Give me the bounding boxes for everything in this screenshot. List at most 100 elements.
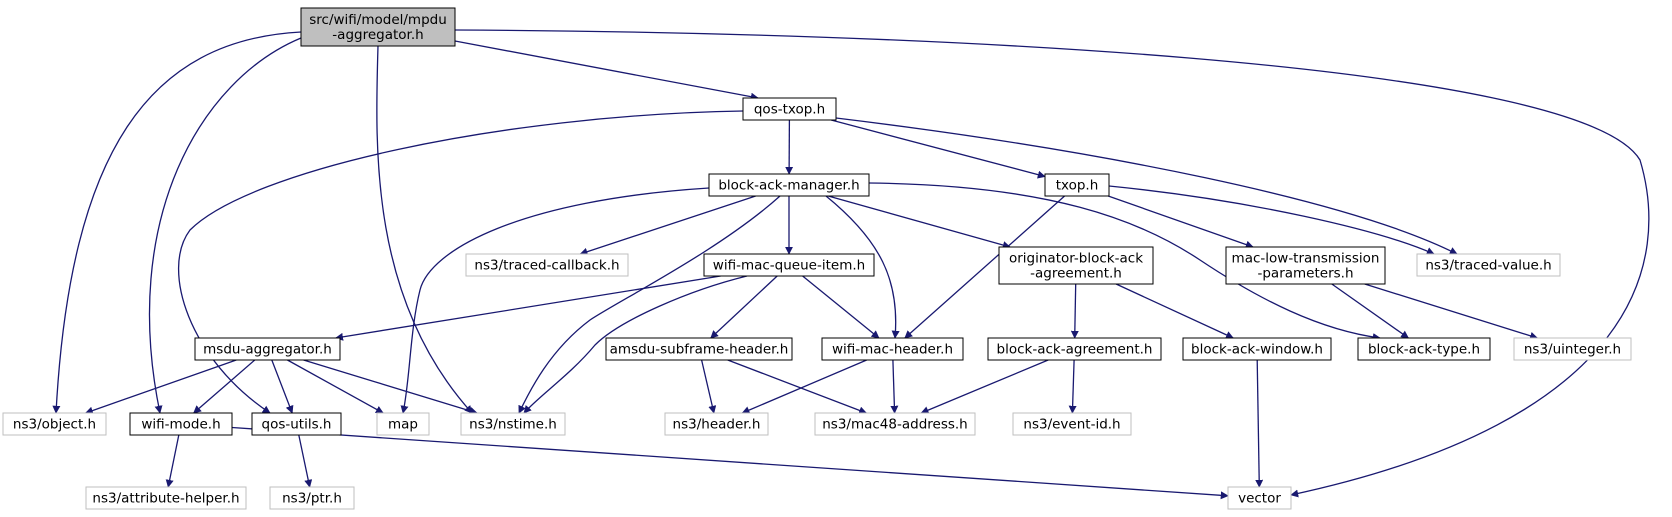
edge-qostxop-to-tracedval [835, 117, 1458, 255]
edge-txop-to-tracedval [1108, 185, 1435, 255]
edge-root-to-object [52, 31, 302, 414]
node-label: block-ack-agreement.h [997, 342, 1153, 358]
edge-bam-to-wmh [825, 195, 900, 339]
node-wifimode[interactable]: wifi-mode.h [129, 412, 233, 436]
node-qosutils[interactable]: qos-utils.h [251, 412, 342, 436]
node-amsdu[interactable]: amsdu-subframe-header.h [605, 337, 793, 361]
edge-bam-to-tracedcb [579, 195, 756, 256]
node-box [1416, 253, 1561, 277]
node-baag[interactable]: block-ack-agreement.h [987, 337, 1162, 361]
node-label: txop.h [1056, 178, 1099, 194]
edge-amsdu-to-header [700, 359, 717, 414]
node-label: ns3/event-id.h [1023, 417, 1120, 433]
node-label: amsdu-subframe-header.h [610, 342, 789, 358]
edge-qosutils-to-ptr [298, 434, 313, 488]
edge-oba-to-baw [1115, 283, 1234, 339]
node-box [987, 337, 1162, 361]
node-box [1044, 173, 1110, 197]
node-label: qos-utils.h [262, 417, 332, 433]
node-label: ns3/mac48-address.h [822, 417, 968, 433]
edge-msdu-to-wifimode [193, 359, 256, 414]
node-vector: vector [1227, 486, 1292, 510]
node-label: ns3/uinteger.h [1524, 342, 1621, 358]
node-label: block-ack-type.h [1368, 342, 1480, 358]
node-box [605, 337, 793, 361]
node-attrhelper: ns3/attribute-helper.h [85, 486, 247, 510]
node-label: ns3/object.h [13, 417, 96, 433]
node-label: -agreement.h [1030, 266, 1122, 282]
node-label: vector [1238, 491, 1281, 507]
node-baw[interactable]: block-ack-window.h [1182, 337, 1332, 361]
edge-baag-to-mac48 [920, 359, 1049, 414]
edge-wmqi-to-msdu [335, 275, 721, 341]
node-label: map [388, 417, 418, 433]
node-label: -aggregator.h [332, 27, 423, 43]
node-box [1012, 412, 1132, 436]
node-label: block-ack-manager.h [718, 178, 859, 194]
node-qostxop[interactable]: qos-txop.h [742, 97, 837, 121]
edge-qostxop-to-qosutils [177, 110, 744, 414]
edge-bam-to-oba [828, 195, 1011, 249]
node-label: mac-low-transmission [1232, 251, 1380, 267]
edge-root-to-vector [454, 29, 1650, 498]
edge-wmh-to-header [741, 359, 867, 414]
node-mltp[interactable]: mac-low-transmission-parameters.h [1225, 246, 1386, 285]
edge-qostxop-to-txop [830, 119, 1046, 179]
node-box [300, 7, 456, 47]
node-box [1225, 246, 1386, 285]
node-box [1227, 486, 1292, 510]
node-box [85, 486, 247, 510]
nodes: src/wifi/model/mpdu-aggregator.h qos-txop… [2, 7, 1632, 510]
edge-wifimode-to-vector [231, 426, 1229, 500]
node-box [703, 253, 875, 277]
node-bam[interactable]: block-ack-manager.h [708, 173, 870, 197]
node-label: ns3/traced-callback.h [474, 258, 619, 274]
node-label: wifi-mode.h [141, 417, 220, 433]
node-box [2, 412, 107, 436]
edge-txop-to-mltp [1107, 195, 1254, 249]
node-label: -parameters.h [1257, 266, 1353, 282]
node-batype[interactable]: block-ack-type.h [1357, 337, 1491, 361]
node-box [1182, 337, 1332, 361]
node-label: wifi-mac-queue-item.h [713, 258, 865, 274]
node-root[interactable]: src/wifi/model/mpdu-aggregator.h [300, 7, 456, 47]
node-wmh[interactable]: wifi-mac-header.h [821, 337, 964, 361]
node-label: block-ack-window.h [1191, 342, 1323, 358]
edge-bam-to-batype [868, 182, 1381, 342]
edge-wmqi-to-amsdu [710, 275, 778, 339]
edge-root-to-qostxop [454, 40, 759, 101]
edge-wmqi-to-wmh [802, 275, 880, 339]
node-header: ns3/header.h [664, 412, 769, 436]
node-label: ns3/nstime.h [469, 417, 557, 433]
edges [52, 29, 1650, 500]
node-box [814, 412, 976, 436]
node-txop[interactable]: txop.h [1044, 173, 1110, 197]
node-box [742, 97, 837, 121]
edge-wmqi-to-nstime [523, 275, 748, 414]
node-box [1513, 337, 1632, 361]
edge-bam-to-nstime [518, 195, 781, 414]
node-msdu[interactable]: msdu-aggregator.h [194, 337, 341, 361]
node-box [708, 173, 870, 197]
edge-txop-to-wmh [904, 195, 1066, 339]
edge-amsdu-to-mac48 [727, 359, 868, 415]
node-tracedval: ns3/traced-value.h [1416, 253, 1561, 277]
edge-mltp-to-uinteger [1364, 283, 1539, 340]
node-wmqi[interactable]: wifi-mac-queue-item.h [703, 253, 875, 277]
edge-baag-to-eventid [1068, 359, 1077, 414]
node-tracedcb: ns3/traced-callback.h [465, 253, 629, 277]
node-oba[interactable]: originator-block-ack-agreement.h [998, 246, 1154, 285]
node-label: ns3/traced-value.h [1425, 258, 1551, 274]
edge-bam-to-map [400, 187, 710, 414]
edge-root-to-nstime [376, 45, 473, 414]
node-box [664, 412, 769, 436]
node-nstime: ns3/nstime.h [460, 412, 566, 436]
edge-msdu-to-map [287, 359, 384, 414]
node-box [465, 253, 629, 277]
edge-root-to-wifimode [148, 37, 302, 414]
node-label: ns3/ptr.h [282, 491, 342, 507]
node-box [269, 486, 355, 510]
node-eventid: ns3/event-id.h [1012, 412, 1132, 436]
node-box [129, 412, 233, 436]
